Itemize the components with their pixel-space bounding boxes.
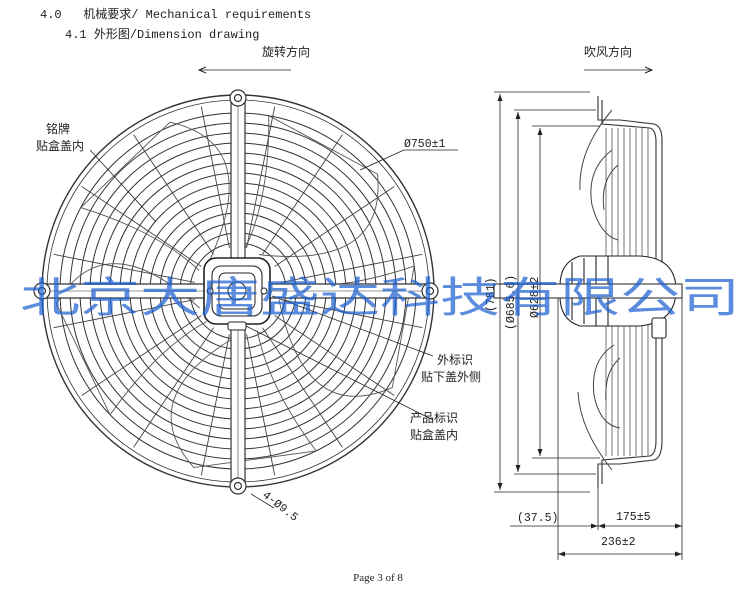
side-view <box>493 96 683 488</box>
fan-blade <box>245 114 379 257</box>
guard-spoke <box>281 299 423 329</box>
fan-blade <box>79 121 230 271</box>
guard-spoke <box>133 134 214 255</box>
fan-blade <box>170 330 317 469</box>
nameplate-leader <box>89 149 157 223</box>
fan-blade <box>278 265 415 397</box>
guard-spoke <box>281 253 423 283</box>
side-blades <box>577 109 621 471</box>
subsection-title: 外形图/Dimension drawing <box>93 28 260 42</box>
product-label-line-2: 贴盒盖内 <box>410 427 458 442</box>
guard-spoke <box>53 299 195 329</box>
guard-spoke <box>53 253 195 283</box>
fan-blade <box>55 263 207 416</box>
product-label-line-1: 产品标识 <box>410 411 458 425</box>
outer-label-line-1: 外标识 <box>437 353 473 367</box>
nameplate-label-line-1: 铭牌 <box>46 121 70 136</box>
subsection-heading: 4.1 外形图/Dimension drawing <box>65 25 259 42</box>
fan-blades <box>55 114 415 469</box>
guard-spokes <box>53 106 423 476</box>
section-heading: 4.0 机械要求/ Mechanical requirements <box>40 5 311 22</box>
rotation-direction-label: 旋转方向 <box>262 44 310 59</box>
mounting-lugs <box>33 89 439 495</box>
guard-spoke <box>200 334 230 476</box>
depth-1-dim: 175±5 <box>616 511 651 524</box>
guard-spoke <box>274 315 395 396</box>
guard-spoke <box>246 334 276 476</box>
offset-dim: (37.5) <box>517 512 558 525</box>
page-footer: Page 3 of 8 <box>353 572 403 584</box>
subsection-number: 4.1 <box>65 28 87 42</box>
guard-spoke <box>262 134 343 255</box>
guard-spoke <box>246 106 276 248</box>
airflow-direction-label: 吹风方向 <box>584 44 632 59</box>
product-label-leader <box>245 325 434 421</box>
guard-spoke <box>200 106 230 248</box>
section-number: 4.0 <box>40 8 62 22</box>
hole-leader <box>250 493 275 509</box>
guard-spoke <box>133 327 214 448</box>
side-dimensions <box>494 70 683 560</box>
depth-2-dim: 236±2 <box>601 536 636 549</box>
guard-spoke <box>274 186 395 267</box>
outer-diameter-dim: (Ø685.6) <box>505 275 518 330</box>
mount-hole-dim: 4-Ø9.5 <box>260 489 301 525</box>
diameter-leader <box>359 149 405 171</box>
guard-spoke <box>262 327 343 448</box>
motor-hub <box>203 257 271 331</box>
nameplate-label-line-2: 贴盒盖内 <box>36 138 84 153</box>
section-title: 机械要求/ Mechanical requirements <box>83 8 312 22</box>
ring-diameter-dim: Ø628±2 <box>529 276 542 318</box>
outer-label-line-2: 贴下盖外侧 <box>421 370 481 384</box>
front-annotations <box>89 70 458 509</box>
outer-label-leader <box>271 295 434 357</box>
guard-spoke <box>81 315 202 396</box>
guard-spoke <box>81 186 202 267</box>
guard-diameter-dim: Ø750±1 <box>404 138 446 151</box>
front-view <box>33 89 439 495</box>
overall-height-dim: (781) <box>485 277 498 312</box>
company-watermark: 北京大唐盛达科技有限公司 <box>20 273 740 322</box>
